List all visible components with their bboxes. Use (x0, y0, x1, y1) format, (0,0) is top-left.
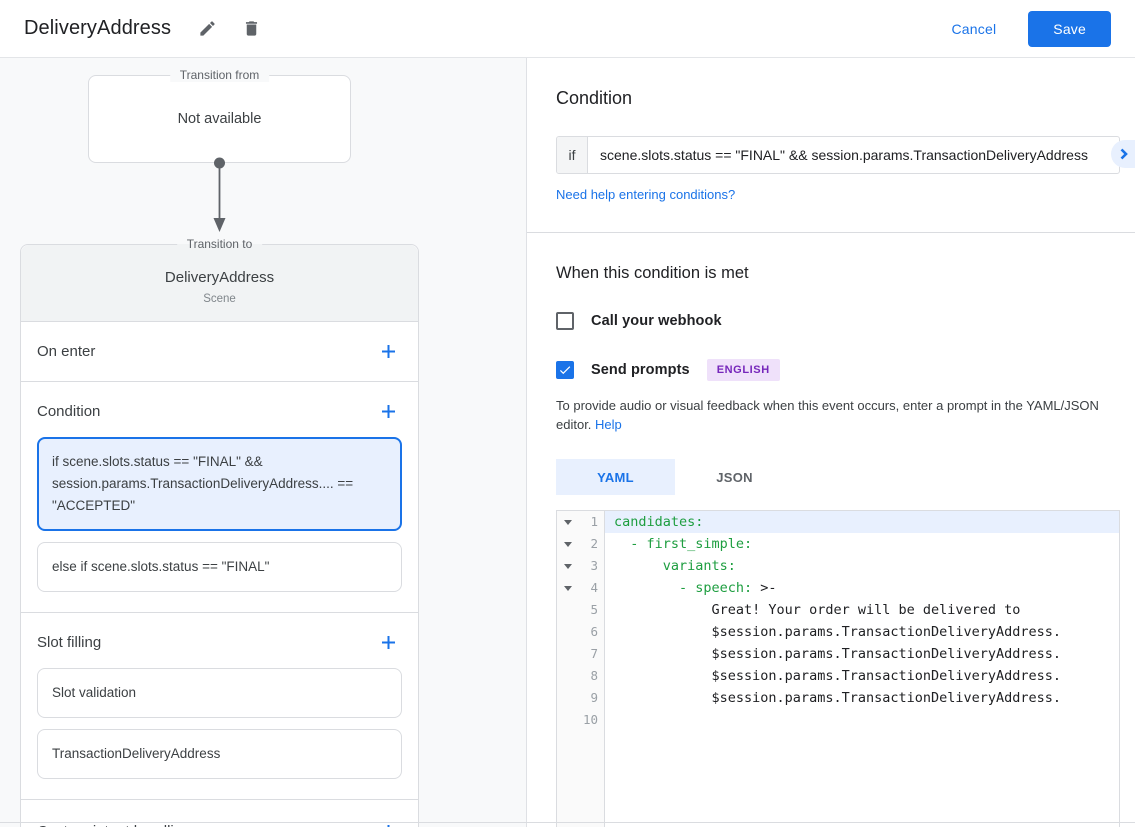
editor-line[interactable]: 3 variants: (557, 555, 1119, 577)
if-prefix: if (557, 137, 588, 173)
fold-arrow-icon[interactable] (557, 511, 579, 533)
transition-from-legend: Transition from (169, 68, 270, 82)
prompt-description: To provide audio or visual feedback when… (556, 396, 1120, 434)
condition-heading: Condition (556, 88, 633, 108)
tab-json[interactable]: JSON (716, 469, 753, 485)
webhook-checkbox[interactable] (556, 312, 574, 330)
editor-line[interactable]: 7 $session.params.TransactionDeliveryAdd… (557, 643, 1119, 665)
condition-card[interactable]: else if scene.slots.status == "FINAL" (37, 542, 402, 592)
condition-help-link[interactable]: Need help entering conditions? (556, 187, 736, 202)
code-text: - first_simple: (614, 536, 753, 552)
scene-card-header[interactable]: DeliveryAddress Scene (21, 245, 418, 322)
code-text (605, 709, 1119, 731)
slot-card[interactable]: Slot validation (37, 668, 402, 718)
scene-type: Scene (203, 293, 236, 305)
code-text: candidates: (605, 511, 1119, 533)
condition-input-row: if scene.slots.status == "FINAL" && sess… (556, 136, 1120, 174)
fold-arrow-icon[interactable] (557, 577, 579, 599)
code-text: Great! Your order will be delivered to (614, 602, 1021, 618)
condition-section: Condition if scene.slots.status == "FINA… (21, 382, 418, 613)
line-number: 1 (590, 514, 598, 529)
editor-line[interactable]: 6 $session.params.TransactionDeliveryAdd… (557, 621, 1119, 643)
top-bar: DeliveryAddress Cancel Save (0, 0, 1135, 58)
editor-tabs: YAML JSON (556, 459, 1120, 495)
slot-card[interactable]: TransactionDeliveryAddress (37, 729, 402, 779)
condition-met-heading: When this condition is met (556, 264, 749, 282)
transition-from-value: Not available (177, 111, 262, 127)
fold-spacer (557, 687, 579, 709)
fold-arrow-icon[interactable] (557, 533, 579, 555)
code-text: $session.params.TransactionDeliveryAddre… (614, 668, 1062, 684)
editor-line[interactable]: 5 Great! Your order will be delivered to (557, 599, 1119, 621)
fold-arrow-icon[interactable] (557, 555, 579, 577)
on-enter-label: On enter (37, 343, 96, 360)
fold-spacer (557, 643, 579, 665)
line-number: 3 (590, 558, 598, 573)
tab-yaml[interactable]: YAML (556, 459, 675, 495)
detail-pane: Condition if scene.slots.status == "FINA… (527, 58, 1135, 827)
editor-line[interactable]: 10 (557, 709, 1119, 731)
webhook-row: Call your webhook (556, 312, 1120, 330)
custom-intent-label: Custom intent handling (37, 823, 190, 827)
scene-card: Transition to DeliveryAddress Scene On e… (20, 237, 419, 827)
fold-spacer (557, 665, 579, 687)
scene-graph-pane: Transition from Not available Transition… (0, 58, 527, 827)
editor-line[interactable]: 8 $session.params.TransactionDeliveryAdd… (557, 665, 1119, 687)
fold-spacer (557, 621, 579, 643)
transition-from-box: Transition from Not available (88, 68, 351, 163)
section-divider (527, 232, 1135, 233)
editor-line[interactable]: 9 $session.params.TransactionDeliveryAdd… (557, 687, 1119, 709)
condition-expression-input[interactable]: scene.slots.status == "FINAL" && session… (600, 147, 1088, 163)
send-prompts-row: Send prompts ENGLISH (556, 359, 1120, 381)
line-number: 8 (590, 668, 598, 683)
add-custom-intent-button[interactable] (376, 819, 400, 827)
condition-list: if scene.slots.status == "FINAL" && sess… (37, 437, 402, 592)
scene-name: DeliveryAddress (164, 269, 275, 286)
delete-icon[interactable] (239, 17, 263, 41)
fold-spacer (557, 709, 579, 731)
on-enter-row[interactable]: On enter (21, 322, 418, 382)
line-number: 10 (582, 712, 598, 727)
transition-to-legend: Transition to (176, 237, 263, 251)
editor-line[interactable]: 2 - first_simple: (557, 533, 1119, 555)
editor-line[interactable]: 4 - speech: >- (557, 577, 1119, 599)
send-prompts-label: Send prompts (591, 362, 690, 378)
send-prompts-checkbox[interactable] (556, 361, 574, 379)
line-number: 5 (590, 602, 598, 617)
editor-line[interactable]: 1 candidates: (557, 511, 1119, 533)
code-text: $session.params.TransactionDeliveryAddre… (614, 624, 1062, 640)
edit-icon[interactable] (195, 17, 219, 41)
code-text: $session.params.TransactionDeliveryAddre… (614, 690, 1062, 706)
page-title: DeliveryAddress (24, 17, 172, 39)
line-number: 2 (590, 536, 598, 551)
cancel-button[interactable]: Cancel (951, 20, 997, 37)
add-slot-button[interactable] (376, 630, 400, 654)
help-link[interactable]: Help (595, 417, 622, 432)
save-button[interactable]: Save (1028, 10, 1111, 47)
condition-card-selected[interactable]: if scene.slots.status == "FINAL" && sess… (37, 437, 402, 531)
line-number: 6 (590, 624, 598, 639)
code-text: - speech: >- (614, 580, 777, 596)
line-number: 7 (590, 646, 598, 661)
fold-spacer (557, 599, 579, 621)
condition-section-label: Condition (37, 402, 101, 420)
line-number: 9 (590, 690, 598, 705)
chevron-right-icon (1120, 148, 1128, 160)
add-on-enter-button[interactable] (376, 340, 400, 364)
transition-arrow (213, 157, 226, 232)
collapse-panel-button[interactable] (1111, 140, 1135, 168)
code-text: variants: (614, 558, 736, 574)
prompt-description-text: To provide audio or visual feedback when… (556, 398, 1099, 432)
bottom-divider (0, 822, 1135, 823)
webhook-label: Call your webhook (591, 313, 722, 329)
code-text: $session.params.TransactionDeliveryAddre… (614, 646, 1062, 662)
slot-filling-label: Slot filling (37, 633, 102, 651)
language-badge: ENGLISH (706, 359, 780, 381)
line-number: 4 (590, 580, 598, 595)
add-condition-button[interactable] (376, 399, 400, 423)
